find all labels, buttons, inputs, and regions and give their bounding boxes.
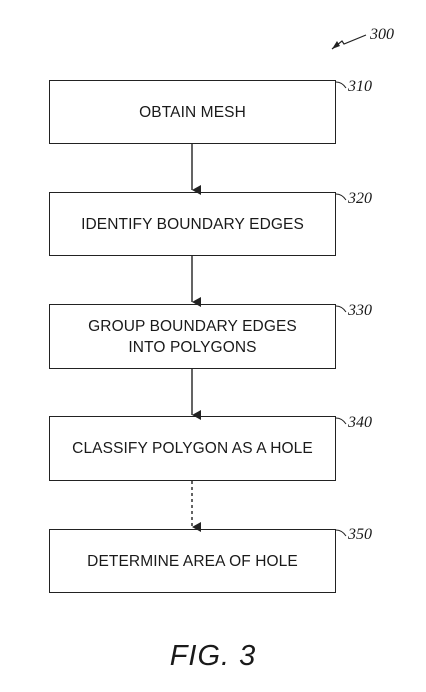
step-label: IDENTIFY BOUNDARY EDGES bbox=[81, 215, 304, 233]
step-ref-number: 310 bbox=[348, 78, 372, 95]
step-ref-number: 320 bbox=[348, 190, 372, 207]
step-ref-number: 340 bbox=[348, 414, 372, 431]
step-box-group-boundary-edges: GROUP BOUNDARY EDGES INTO POLYGONS bbox=[49, 304, 336, 369]
figure-ref-leader bbox=[331, 34, 367, 50]
ref-leader-320 bbox=[335, 193, 347, 201]
step-ref-number: 330 bbox=[348, 302, 372, 319]
ref-leader-340 bbox=[335, 417, 347, 425]
figure-caption: FIG. 3 bbox=[169, 640, 257, 672]
ref-leader-350 bbox=[335, 529, 347, 537]
step-label: OBTAIN MESH bbox=[139, 103, 246, 121]
step-box-identify-boundary-edges: IDENTIFY BOUNDARY EDGES bbox=[49, 192, 336, 256]
step-ref-number: 350 bbox=[348, 526, 372, 543]
ref-leader-330 bbox=[335, 305, 347, 313]
step-label: CLASSIFY POLYGON AS A HOLE bbox=[72, 440, 313, 457]
step-label: DETERMINE AREA OF HOLE bbox=[87, 552, 298, 570]
figure-ref-number: 300 bbox=[370, 26, 394, 43]
step-box-obtain-mesh: OBTAIN MESH bbox=[49, 80, 336, 144]
ref-leader-310 bbox=[335, 81, 347, 89]
step-label: GROUP BOUNDARY EDGES INTO POLYGONS bbox=[88, 317, 297, 356]
step-box-classify-polygon: CLASSIFY POLYGON AS A HOLE bbox=[49, 416, 336, 481]
step-box-determine-area: DETERMINE AREA OF HOLE bbox=[49, 529, 336, 593]
